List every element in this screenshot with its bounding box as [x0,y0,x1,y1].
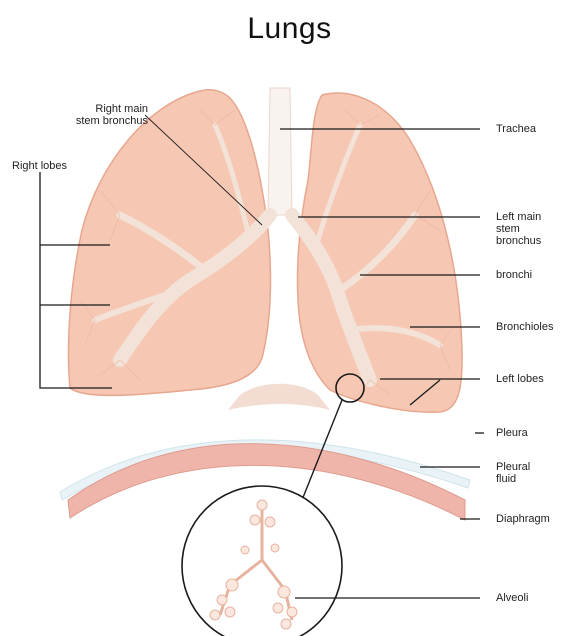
trachea [268,88,292,215]
label-pleural-fluid: Pleural fluid [496,461,530,485]
label-left-lobes: Left lobes [496,373,544,385]
label-pleura: Pleura [496,427,528,439]
label-bronchioles: Bronchioles [496,321,553,333]
label-left-main-stem-bronchus: Left main stem bronchus [496,211,541,247]
label-bronchi: bronchi [496,269,532,281]
label-trachea: Trachea [496,123,536,135]
label-right-lobes: Right lobes [12,160,67,172]
label-alveoli: Alveoli [496,592,528,604]
label-diaphragm: Diaphragm [496,513,550,525]
label-right-main-stem-bronchus: Right main stem bronchus [40,103,148,127]
